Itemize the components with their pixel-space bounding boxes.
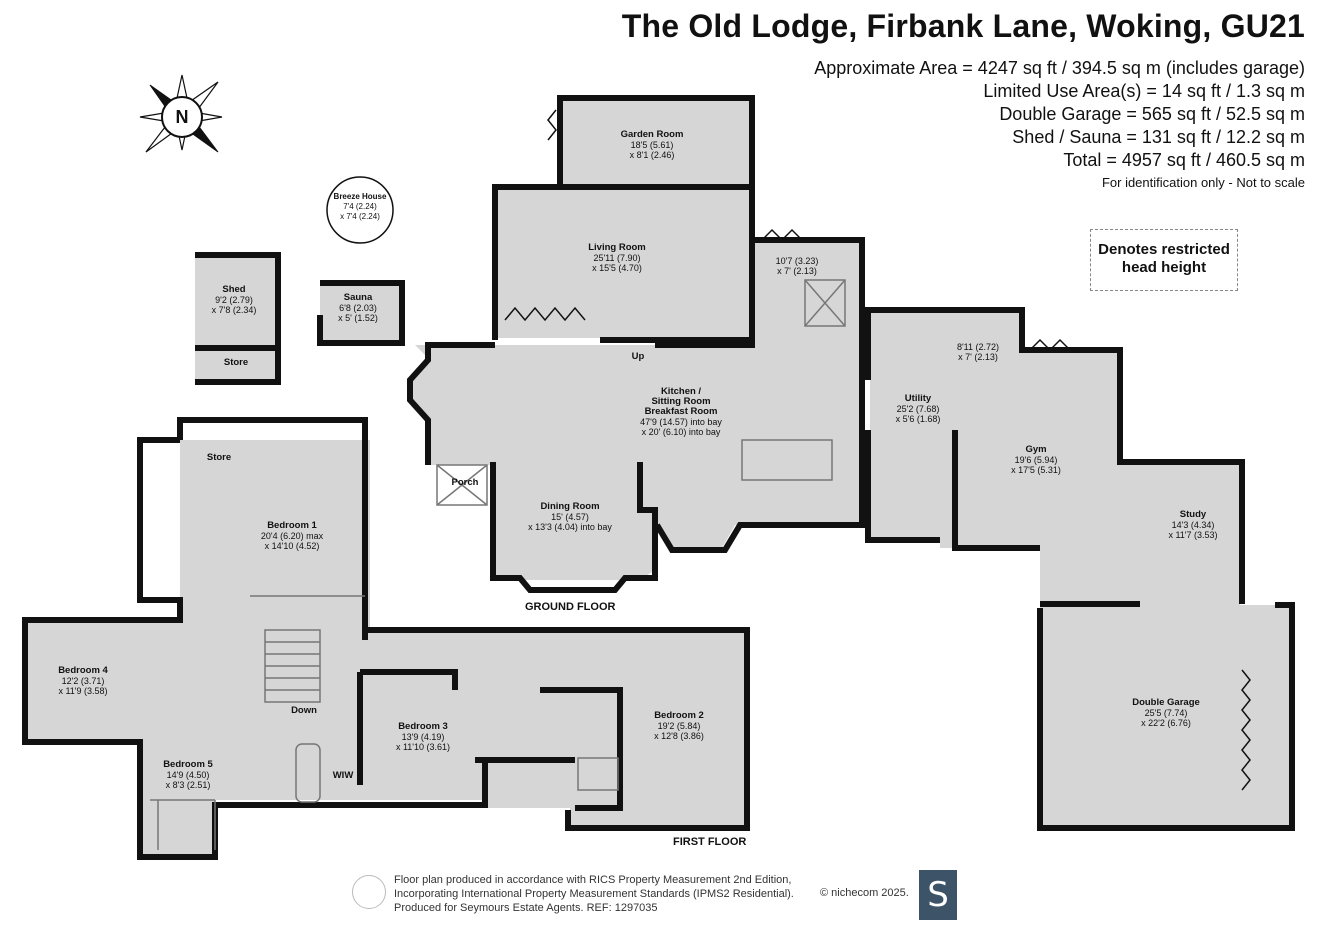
label-room-8-11: 8'11 (2.72)x 7' (2.13) [956, 342, 1000, 362]
ground-floor-label: GROUND FLOOR [525, 601, 616, 613]
walls [22, 95, 1295, 860]
label-wiw: WIW [332, 770, 354, 781]
scale-note: For identification only - Not to scale [1101, 175, 1305, 190]
restricted-height-legend: Denotes restricted head height [1090, 229, 1238, 291]
area-summary: Approximate Area = 4247 sq ft / 394.5 sq… [814, 57, 1305, 194]
breeze-house-outline [326, 176, 394, 244]
area-double-garage: Double Garage = 565 sq ft / 52.5 sq m [999, 104, 1305, 124]
area-total: Total = 4957 sq ft / 460.5 sq m [1063, 150, 1305, 170]
label-bedroom1-store: Store [206, 452, 232, 463]
first-floor-label: FIRST FLOOR [673, 836, 747, 848]
footer-line-2: Incorporating International Property Mea… [394, 888, 794, 900]
north-compass-icon [139, 74, 223, 153]
label-shed-store: Store [223, 357, 249, 368]
bifold-doors [504, 109, 1251, 791]
compass-letter: N [175, 107, 189, 127]
person-icon [352, 875, 386, 909]
area-approximate: Approximate Area = 4247 sq ft / 394.5 sq… [814, 58, 1305, 78]
copyright-text: © nichecom 2025. [820, 887, 909, 899]
label-up: Up [631, 351, 645, 362]
room-fills [25, 100, 1290, 855]
label-down: Down [291, 705, 317, 716]
label-room-10-7: 10'7 (3.23)x 7' (2.13) [775, 256, 819, 276]
area-limited-use: Limited Use Area(s) = 14 sq ft / 1.3 sq … [983, 81, 1305, 101]
footer-line-3: Produced for Seymours Estate Agents. REF… [394, 902, 658, 914]
property-title: The Old Lodge, Firbank Lane, Woking, GU2… [621, 8, 1305, 44]
seymours-logo: S [919, 870, 957, 920]
footer-text: Floor plan produced in accordance with R… [394, 873, 794, 915]
interior-lines [150, 279, 846, 850]
label-porch: Porch [451, 477, 479, 488]
footer-line-1: Floor plan produced in accordance with R… [394, 874, 792, 886]
area-shed-sauna: Shed / Sauna = 131 sq ft / 12.2 sq m [1012, 127, 1305, 147]
